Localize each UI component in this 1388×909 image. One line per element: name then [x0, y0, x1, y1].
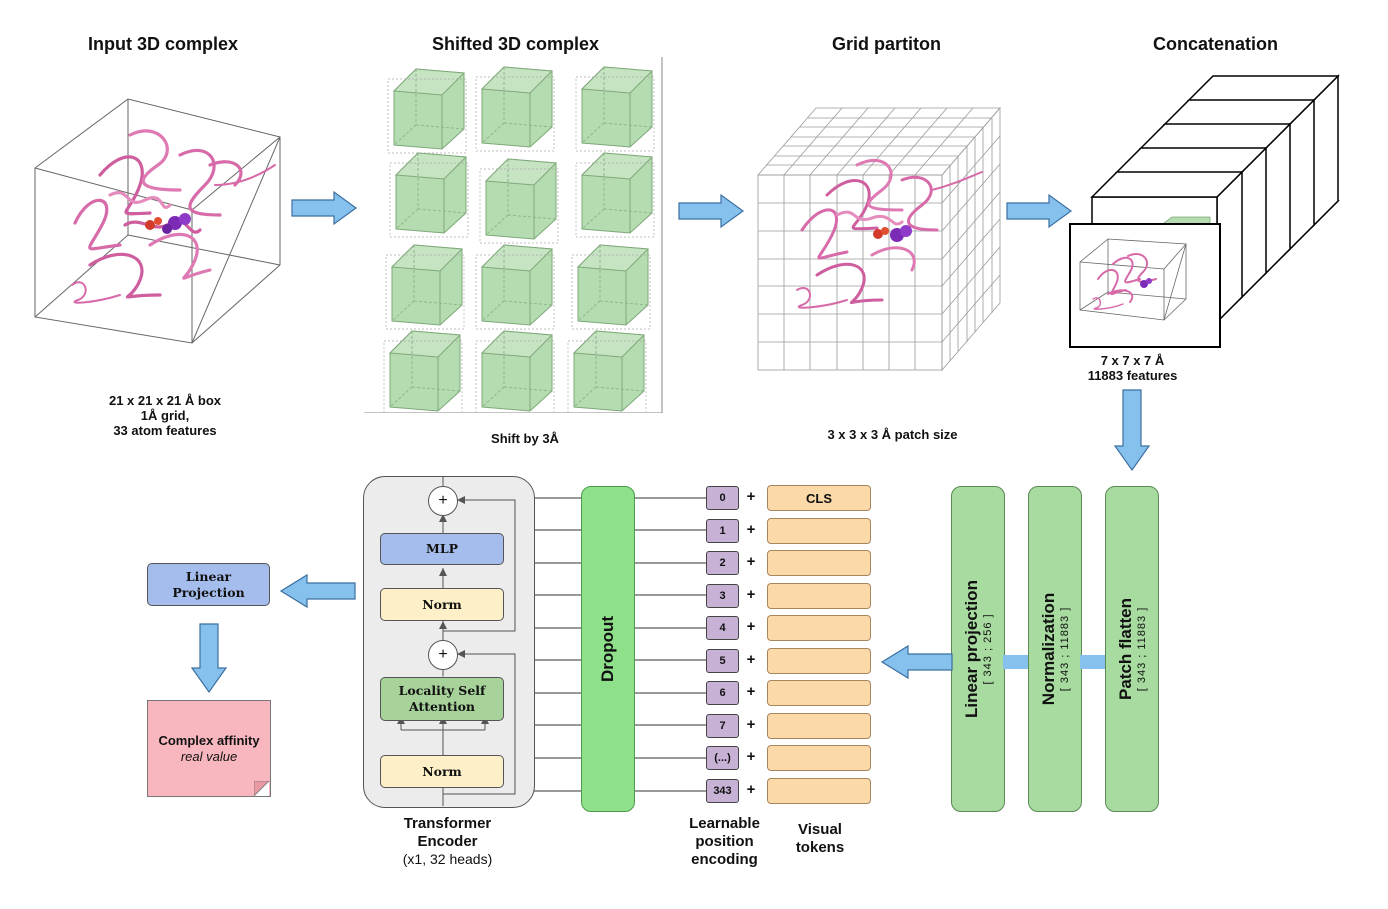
patch-flatten-label: Patch flatten	[1116, 597, 1135, 701]
plus-sign-1: +	[746, 521, 756, 538]
normalization-dims: [ 343 ; 11883 ]	[1059, 606, 1071, 692]
shifted-complex-grid	[364, 57, 663, 413]
label-position-encoding: Learnable position encoding	[689, 815, 760, 868]
plus-sign-5: +	[746, 651, 756, 668]
arrow-right-1	[291, 190, 358, 226]
position-index-2: 2	[706, 551, 739, 575]
plus-sign-0: +	[746, 488, 756, 505]
arrow-right-2	[678, 193, 745, 229]
visual-token-9	[767, 778, 871, 804]
label-transformer-encoder: Transformer Encoder	[403, 815, 492, 850]
patch-flatten-layer: Patch flatten[ 343 ; 11883 ]	[1105, 486, 1159, 812]
visual-token-8	[767, 745, 871, 771]
layer-connector-1	[1080, 655, 1105, 669]
visual-token-3	[767, 583, 871, 609]
arrow-down-output	[190, 623, 228, 694]
visual-token-1	[767, 518, 871, 544]
position-index-7: 7	[706, 714, 739, 738]
ligand-atoms	[145, 213, 191, 234]
title-shifted-complex: Shifted 3D complex	[432, 34, 600, 54]
position-index-9: 343	[706, 779, 739, 803]
title-grid-partition: Grid partiton	[832, 34, 941, 54]
note-corner-fold	[254, 781, 270, 796]
position-index-1: 1	[706, 519, 739, 543]
arrow-left-tokens	[880, 644, 953, 680]
visual-token-4	[767, 615, 871, 641]
linear-projection-layer: Linear projection[ 343 ; 256 ]	[951, 486, 1005, 812]
mlp-block: MLP	[380, 533, 504, 565]
cls-token: CLS	[767, 485, 871, 511]
input-complex-figure	[34, 98, 281, 344]
label-encoder-heads: (x1, 32 heads)	[402, 851, 493, 867]
plus-sign-4: +	[746, 618, 756, 635]
affinity-sublabel: real value	[180, 748, 238, 764]
norm-block-top: Norm	[380, 588, 504, 621]
patch-flatten-dims: [ 343 ; 11883 ]	[1136, 606, 1148, 692]
complex-affinity-output: Complex affinity real value	[147, 700, 271, 797]
layer-connector-2	[1003, 655, 1028, 669]
position-index-8: (...)	[706, 746, 739, 770]
output-linear-projection: Linear Projection	[147, 563, 270, 606]
visual-token-5	[767, 648, 871, 674]
plus-sign-2: +	[746, 553, 756, 570]
position-index-3: 3	[706, 584, 739, 608]
plus-sign-9: +	[746, 781, 756, 798]
dropout-layer: Dropout	[581, 486, 635, 812]
plus-sign-8: +	[746, 748, 756, 765]
norm-block-bottom: Norm	[380, 755, 504, 788]
affinity-label: Complex affinity	[158, 732, 260, 748]
normalization-label: Normalization	[1039, 592, 1058, 706]
title-concatenation: Concatenation	[1153, 34, 1279, 54]
normalization-layer: Normalization[ 343 ; 11883 ]	[1028, 486, 1082, 812]
arrow-down-pipeline	[1113, 389, 1151, 472]
position-index-6: 6	[706, 681, 739, 705]
locality-self-attention-block: Locality Self Attention	[380, 677, 504, 721]
residual-add-bottom: +	[428, 640, 458, 670]
visual-token-2	[767, 550, 871, 576]
arrow-right-3	[1006, 193, 1073, 229]
caption-patch-size: 3 x 3 x 3 Å patch size	[827, 427, 958, 442]
dropout-label: Dropout	[598, 615, 617, 683]
caption-concat: 7 x 7 x 7 Å 11883 features	[1087, 353, 1178, 383]
plus-sign-6: +	[746, 683, 756, 700]
caption-shift: Shift by 3Å	[491, 431, 559, 446]
position-index-5: 5	[706, 649, 739, 673]
title-input-complex: Input 3D complex	[88, 34, 239, 54]
position-index-0: 0	[706, 486, 739, 510]
linear-projection-label: Linear projection	[962, 580, 982, 718]
visual-token-6	[767, 680, 871, 706]
residual-add-top: +	[428, 486, 458, 516]
plus-sign-3: +	[746, 586, 756, 603]
concatenation-stack	[1069, 75, 1339, 348]
plus-sign-7: +	[746, 716, 756, 733]
arrow-left-output	[279, 573, 356, 609]
grid-partition-figure	[757, 106, 1001, 372]
label-visual-tokens: Visual tokens	[795, 821, 845, 856]
position-index-4: 4	[706, 616, 739, 640]
linear-projection-dims: [ 343 ; 256 ]	[982, 613, 995, 685]
caption-input-box: 21 x 21 x 21 Å box 1Å grid, 33 atom feat…	[108, 393, 221, 438]
visual-token-7	[767, 713, 871, 739]
